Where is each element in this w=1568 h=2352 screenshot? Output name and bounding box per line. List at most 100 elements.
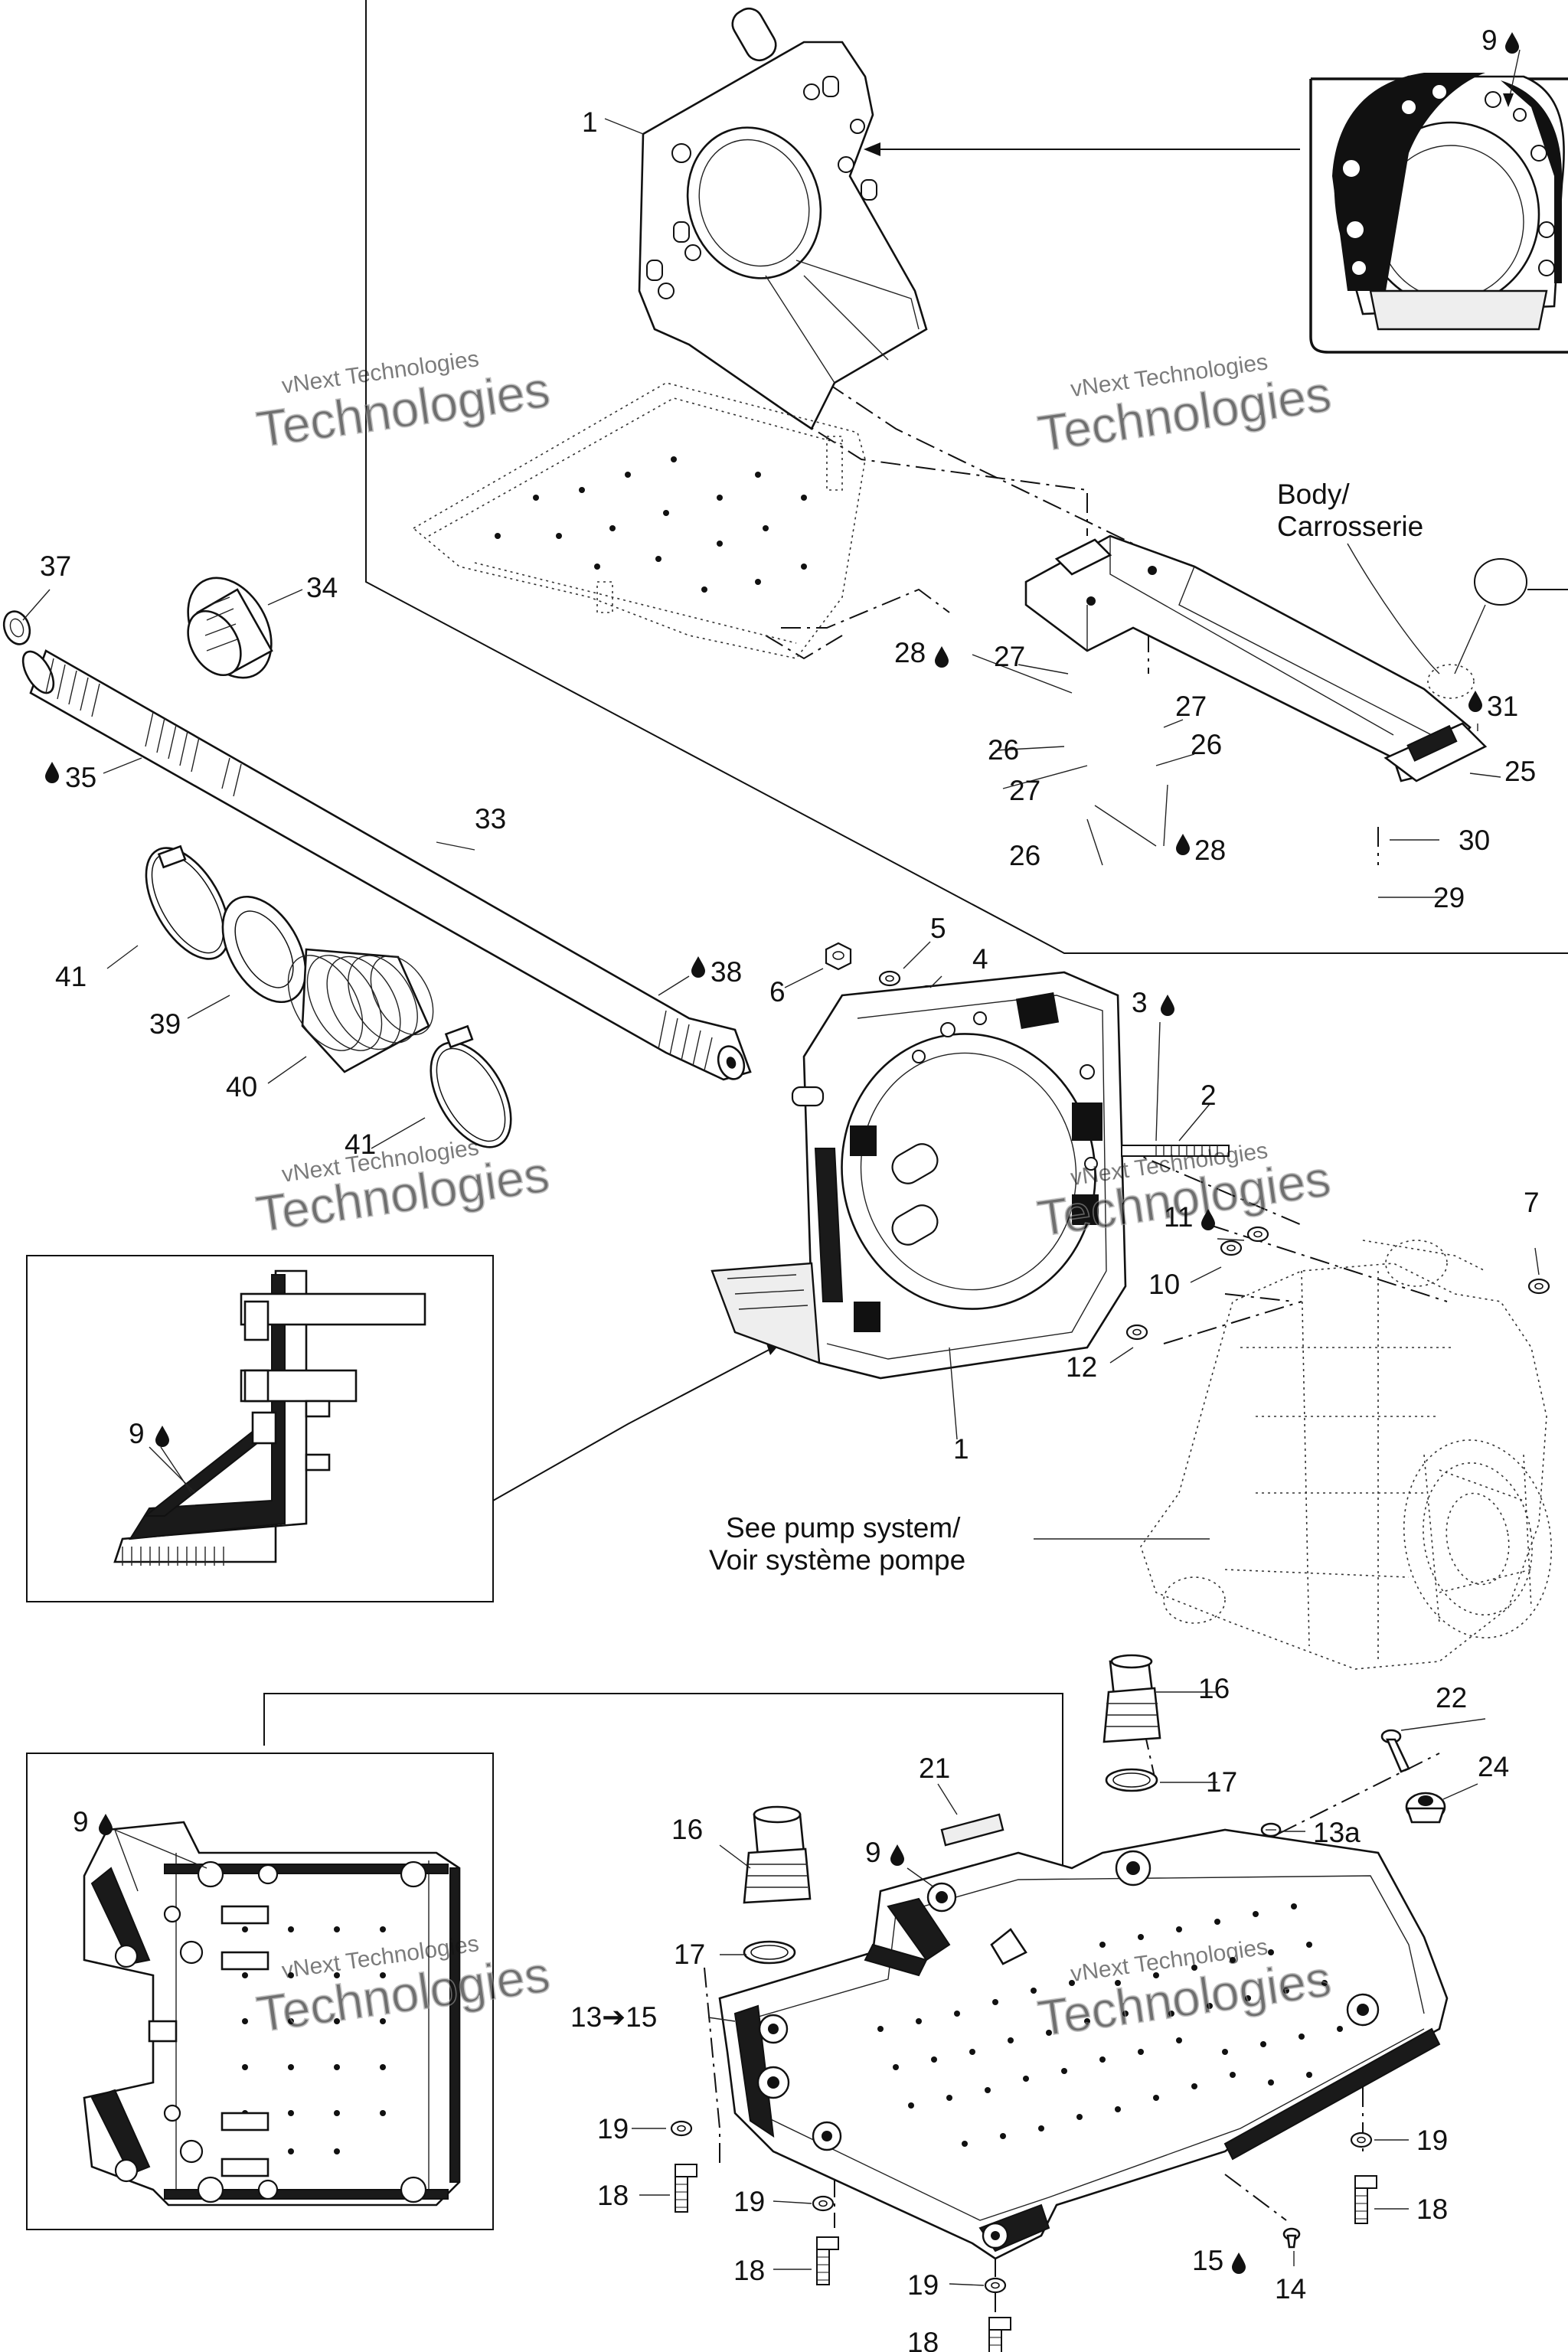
pump-support-middle — [710, 971, 1127, 1380]
drop-icon — [691, 956, 705, 978]
callout-18a: 18 — [597, 2180, 629, 2211]
callout-9-bottomleft: 9 — [73, 1806, 89, 1838]
callout-17-right: 17 — [1206, 1766, 1237, 1798]
drop-icon — [45, 762, 59, 783]
pump-system-housing — [1140, 1240, 1553, 1670]
nut-washers-4-6 — [825, 942, 939, 1001]
callout-40: 40 — [226, 1071, 257, 1102]
drop-icon — [1176, 834, 1190, 855]
drop-icon — [1232, 2252, 1246, 2274]
callout-11: 11 — [1164, 1201, 1193, 1233]
callout-26b: 26 — [1191, 729, 1222, 760]
callout-1-top: 1 — [582, 106, 598, 138]
callout-30: 30 — [1459, 825, 1490, 856]
callout-4: 4 — [972, 943, 988, 975]
callout-29: 29 — [1433, 882, 1465, 913]
fitting-16-right — [1102, 1654, 1161, 1792]
callout-34: 34 — [306, 572, 338, 603]
callout-37: 37 — [40, 550, 71, 582]
watermark: Technologies vNext Technologies — [253, 346, 554, 458]
drive-shaft — [2, 610, 752, 1081]
watermark: Technologies vNext Technologies — [1034, 349, 1334, 462]
callout-15: 15 — [1192, 2245, 1223, 2276]
washers-10-12 — [1125, 1226, 1550, 1341]
callout-14: 14 — [1275, 2273, 1306, 2305]
ride-plate-top — [412, 382, 866, 659]
body-note-line1: Body/ — [1277, 479, 1350, 510]
body-marker — [1347, 543, 1568, 699]
callout-19c: 19 — [907, 2269, 939, 2301]
callout-24: 24 — [1478, 1751, 1509, 1782]
callout-27b: 27 — [1175, 691, 1207, 722]
callout-33: 33 — [475, 803, 506, 835]
drop-icon — [155, 1426, 169, 1447]
callout-3: 3 — [1132, 987, 1148, 1018]
callout-leaders — [22, 49, 1540, 2286]
detail-ride-plate-top-view — [83, 1821, 461, 2207]
callout-18d: 18 — [1416, 2194, 1448, 2225]
grommet-24 — [1405, 1792, 1446, 1824]
callout-12: 12 — [1066, 1351, 1097, 1383]
callout-22: 22 — [1436, 1682, 1467, 1713]
callout-2: 2 — [1200, 1080, 1217, 1111]
detail-section-view — [113, 1269, 426, 1566]
callout-9-bottom: 9 — [865, 1837, 881, 1868]
drop-icon — [1505, 32, 1519, 54]
callout-19a: 19 — [597, 2113, 629, 2145]
callout-28b: 28 — [1194, 835, 1226, 866]
detail-pump-support-face — [1332, 73, 1565, 331]
strip-21 — [940, 1813, 1004, 1847]
callout-21: 21 — [919, 1753, 950, 1784]
screw-13a — [1260, 1822, 1282, 1838]
callout-26c: 26 — [1009, 840, 1040, 871]
ring-39 — [221, 895, 307, 1004]
pump-support-top — [638, 7, 928, 430]
pump-note-line1: See pump system/ — [726, 1512, 961, 1544]
callout-38: 38 — [710, 956, 742, 988]
callout-16-left: 16 — [671, 1814, 703, 1845]
bellows-40 — [287, 948, 434, 1073]
clamp-41a — [145, 844, 230, 960]
callout-19d: 19 — [1416, 2125, 1448, 2156]
callout-41b: 41 — [345, 1129, 376, 1160]
support-bracket — [1024, 534, 1488, 782]
drop-icon — [1161, 995, 1174, 1016]
callout-27a: 27 — [994, 641, 1025, 672]
callout-labels: 1 9 Body/ Carrosserie 28 27 27 26 26 27 … — [40, 24, 1540, 2352]
watermark: Technologies vNext Technologies — [252, 1135, 553, 1243]
callout-35: 35 — [65, 762, 96, 793]
callout-13a: 13a — [1313, 1817, 1361, 1848]
drop-icon — [1468, 691, 1482, 712]
callout-18b: 18 — [733, 2255, 765, 2286]
fitting-16-left — [743, 1805, 812, 1965]
stud-2 — [1121, 1145, 1230, 1157]
callout-10: 10 — [1148, 1269, 1180, 1300]
callout-18c: 18 — [907, 2327, 939, 2352]
drop-icon — [890, 1844, 904, 1866]
callout-9-topright: 9 — [1481, 24, 1498, 56]
screw-22 — [1380, 1729, 1410, 1773]
fasteners-18-19 — [670, 2120, 1377, 2352]
drop-icon — [99, 1814, 113, 1835]
callout-27c: 27 — [1009, 775, 1040, 806]
callout-16-right: 16 — [1198, 1673, 1230, 1704]
callout-19b: 19 — [733, 2186, 765, 2217]
callout-1-middle: 1 — [953, 1433, 969, 1465]
callout-28a: 28 — [894, 637, 926, 668]
body-note-line2: Carrosserie — [1277, 511, 1423, 542]
callout-5: 5 — [930, 913, 946, 944]
callout-6: 6 — [769, 976, 786, 1008]
callout-31: 31 — [1487, 691, 1518, 722]
callout-26a: 26 — [988, 734, 1019, 766]
clamp-41b — [430, 1024, 512, 1148]
callout-13-15: 13➔15 — [570, 2001, 657, 2033]
callout-7: 7 — [1524, 1187, 1540, 1218]
frame-lines — [26, 0, 1568, 2230]
drop-icon — [935, 646, 949, 668]
callout-9-midleft: 9 — [129, 1418, 145, 1449]
callout-25: 25 — [1504, 756, 1536, 787]
ride-plate-bottom — [718, 1828, 1449, 2260]
callout-17-left: 17 — [674, 1939, 705, 1970]
seal-34 — [187, 577, 273, 679]
